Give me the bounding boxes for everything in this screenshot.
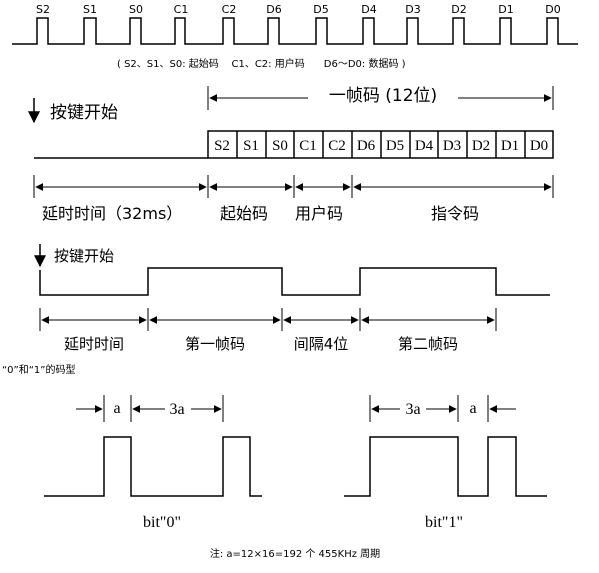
top-bit-label: S1 [83,3,97,16]
bit-box-label: D5 [386,138,404,154]
bit-box-label: D6 [357,138,376,154]
top-bit-label: D3 [405,3,420,16]
segment-label-start-code: 起始码 [220,204,268,223]
footnote: 注: a=12×16=192 个 455KHz 周期 [210,547,380,560]
frame-label-bg [308,86,458,104]
start-label: 按键开始 [50,103,118,123]
segment-ticks [39,308,497,331]
top-pulse-train: S2 S1 S0 C1 C2 D6 D5 D4 D3 D2 D1 D0 [12,3,578,45]
bit-encoding-title: “0”和“1”的码型 [2,363,75,376]
bit-box-label: D1 [501,138,519,154]
top-bit-label: C2 [222,3,237,16]
segment-label-interval: 间隔4位 [294,335,349,353]
bit1-label: bit"1" [425,514,463,531]
bit-encoding-section: “0”和“1”的码型 a 3a bit"0" 3a a bit"1" [2,363,547,560]
bit1-diagram: 3a a bit"1" [344,395,547,531]
top-bit-label: D5 [313,3,328,16]
bit-box-label: C2 [328,138,346,154]
bit0-a-label: a [113,400,120,417]
bit0-label: bit"0" [143,514,181,531]
segment-label-delay: 延时时间（32ms） [42,204,182,223]
segment-label-first-frame: 第一帧码 [185,335,245,353]
top-waveform [12,17,578,45]
bit0-waveform [44,436,262,497]
bit-box-label: D4 [415,138,434,154]
bit-box-label: S1 [243,138,259,154]
bit1-a-label: a [469,400,476,417]
code-legend: ( S2、S1、S0: 起始码 C1、C2: 用户码 D6～D0: 数据码 ) [117,57,406,70]
bit-box-label: C1 [299,138,317,154]
segment-label-delay: 延时时间 [64,335,124,353]
segment-label-command-code: 指令码 [431,204,479,223]
top-bit-label: D1 [498,3,513,16]
top-bit-label: S0 [129,3,143,16]
bit-box-label: D0 [530,138,548,154]
top-bit-label: D4 [361,3,376,16]
segment-label-user-code: 用户码 [295,204,343,223]
top-bit-label: D6 [266,3,281,16]
frame-envelope-waveform [39,267,550,296]
bit-box-label: D2 [472,138,490,154]
top-bit-label: S2 [36,3,50,16]
bit1-waveform [344,436,547,497]
top-bit-label: D2 [451,3,466,16]
two-frame-section: 按键开始 延时时间 第一帧码 间隔4位 第二帧码 [34,244,550,353]
top-bit-label: C1 [174,3,189,16]
segment-label-second-frame: 第二帧码 [398,335,458,353]
frame-section: 按键开始 一帧码 (12位) S2 S1 S0 C1 C2 D6 D5 [28,86,554,223]
top-bit-label: D0 [545,3,560,16]
bit1-3a-label: 3a [405,401,420,418]
frame-label: 一帧码 (12位) [329,86,437,106]
segment-ticks [33,175,554,198]
bit0-diagram: a 3a bit"0" [44,395,262,531]
start-label: 按键开始 [54,247,114,265]
bit0-3a-label: 3a [169,401,184,418]
bit-box-label: S0 [272,138,288,154]
bit-box-label: D3 [443,138,461,154]
bit-box-label: S2 [214,138,230,154]
bit-box-dividers [236,131,526,158]
